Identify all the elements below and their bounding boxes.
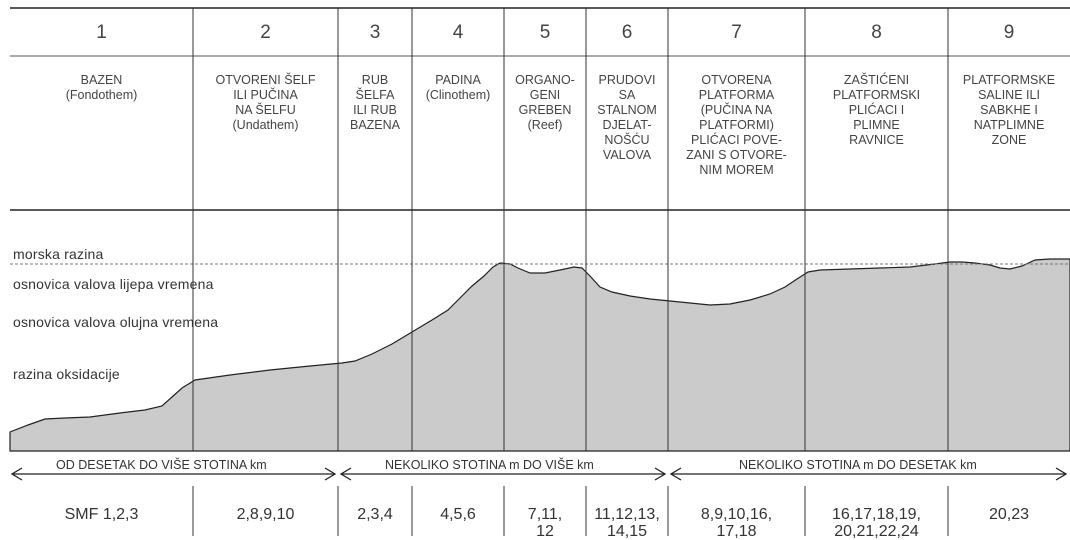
fair-weather-wave-base-label: osnovica valova lijepa vremena — [13, 276, 214, 292]
zone-number: 7 — [731, 22, 742, 43]
zone-description: BAZEN (Fondothem) — [65, 73, 138, 102]
zone-number: 6 — [621, 22, 633, 43]
zone-description: PADINA (Clinothem) — [425, 73, 491, 102]
zone-description: ZAŠTIĆENI PLATFORMSKI PLIĆACI I PLIMNE R… — [832, 73, 921, 147]
smf-codes: SMF 1,2,3 — [64, 506, 139, 523]
arrow-head-right-1 — [324, 467, 337, 481]
distance-arrows — [10, 467, 1068, 481]
zone-number: 1 — [96, 22, 107, 43]
arrow-head-left-3 — [669, 467, 682, 481]
arrow-head-right-3 — [1055, 467, 1068, 481]
smf-codes: 2,3,4 — [357, 506, 393, 523]
sea-level-label: morska razina — [13, 246, 104, 262]
arrow-head-left-1 — [10, 467, 23, 481]
distance-label-2: NEKOLIKO STOTINA m DO VIŠE km — [381, 458, 598, 472]
smf-codes: 11,12,13, 14,15 — [594, 506, 660, 540]
smf-codes: 2,8,9,10 — [236, 506, 295, 523]
distance-label-3: NEKOLIKO STOTINA m DO DESETAK km — [735, 458, 981, 472]
distance-label-1: OD DESETAK DO VIŠE STOTINA km — [52, 458, 271, 472]
column-dividers — [192, 8, 949, 451]
arrow-head-right-2 — [654, 467, 667, 481]
smf-codes: 20,23 — [988, 506, 1030, 523]
zone-number: 4 — [452, 22, 464, 43]
zone-description: OTVORENA PLATFORMA (PUČINA NA PLATFORMI)… — [686, 73, 787, 177]
zone-description: RUB ŠELFA ILI RUB BAZENA — [349, 73, 400, 132]
zone-number: 3 — [369, 22, 381, 43]
zone-description: PLATFORMSKE SALINE ILI SABKHE I NATPLIMN… — [962, 73, 1056, 147]
smf-codes: 8,9,10,16, 17,18 — [700, 506, 773, 540]
zone-description: ORGANO- GENI GREBEN (Reef) — [515, 73, 575, 132]
zone-number: 2 — [260, 22, 271, 43]
smf-codes: 16,17,18,19, 20,21,22,24 — [832, 506, 921, 540]
oxidation-level-label: razina oksidacije — [13, 366, 120, 382]
smf-codes: 4,5,6 — [440, 506, 476, 523]
smf-column-dividers — [192, 486, 949, 536]
storm-wave-base-label: osnovica valova olujna vremena — [13, 314, 219, 330]
arrow-head-left-2 — [339, 467, 352, 481]
zone-description: OTVORENI ŠELF ILI PUČINA NA ŠELFU (Undat… — [215, 73, 316, 132]
zone-number: 5 — [539, 22, 551, 43]
zone-description: PRUDOVI SA STALNOM DJELAT- NOŠĆU VALOVA — [597, 73, 657, 162]
smf-codes: 7,11, 12 — [527, 506, 563, 540]
zone-number: 8 — [871, 22, 882, 43]
zone-number: 9 — [1003, 22, 1015, 43]
